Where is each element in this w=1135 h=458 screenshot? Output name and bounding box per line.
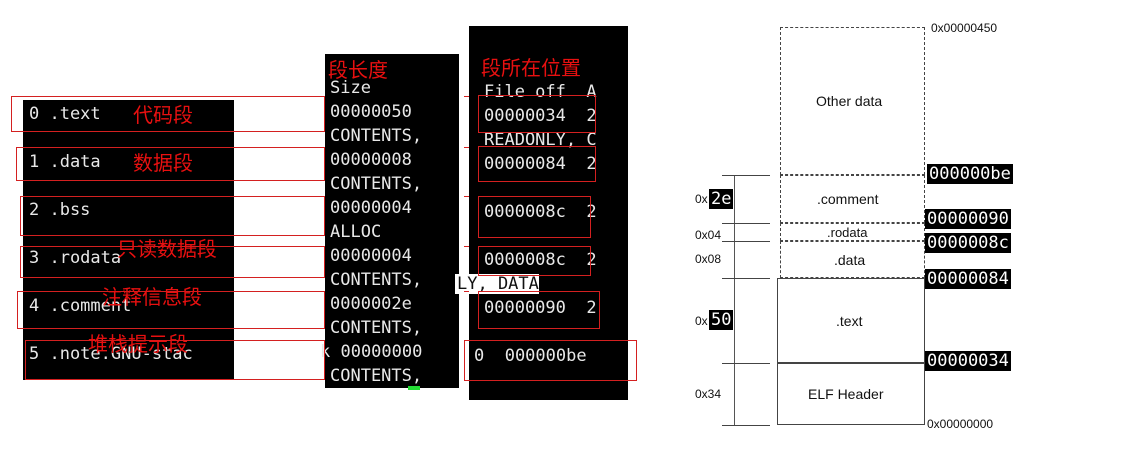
size-text-value: 50 — [709, 310, 734, 330]
rodata-note: 只读数据段 — [117, 237, 217, 261]
offset-data: 0000008c — [925, 233, 1011, 253]
tick-comment — [722, 175, 770, 176]
data-connector — [464, 147, 469, 148]
rodata-connector — [464, 246, 469, 247]
comment-offset-box — [478, 291, 600, 329]
size-comment-value: 2e — [709, 189, 734, 209]
offset-line-8: LY, DATA — [455, 274, 539, 294]
size-line-2: CONTENTS, — [330, 126, 423, 146]
data-note: 数据段 — [133, 151, 193, 175]
size-line-1: 00000050 — [330, 102, 412, 122]
region-rodata-label: .rodata — [827, 225, 868, 240]
region-comment — [780, 175, 925, 223]
comment-note: 注释信息段 — [102, 285, 202, 309]
note-offset-box — [464, 340, 637, 381]
size-line-12: CONTENTS, — [330, 366, 423, 386]
size-dimension-line — [734, 175, 735, 425]
tick-rodata — [722, 223, 770, 224]
offset-line-3: 00000084 2 — [484, 154, 597, 174]
note-section-box — [25, 340, 325, 380]
data-offset-box — [478, 146, 596, 182]
tick-elf — [722, 363, 770, 364]
size-rodata: 0x04 — [695, 228, 722, 242]
section-name-0: 0 .text — [29, 104, 101, 124]
offset-line-9: 00000090 2 — [484, 298, 597, 318]
tick-bottom — [722, 425, 770, 426]
region-data — [780, 241, 925, 278]
text-section-box — [11, 96, 325, 132]
segment-position-header: 段所在位置 — [481, 56, 581, 80]
region-other-data-label: Other data — [816, 93, 883, 109]
section-name-4: 4 .comment — [29, 296, 132, 316]
size-column-panel — [325, 54, 459, 388]
offset-elf: 00000034 — [925, 351, 1011, 371]
size-line-5: 00000004 — [330, 198, 412, 218]
offset-rodata: 00000090 — [925, 209, 1011, 229]
bss-connector — [464, 196, 469, 197]
data-section-box — [16, 147, 325, 181]
bss-section-box — [20, 196, 325, 236]
tick-data — [722, 241, 770, 242]
comment-connector — [464, 291, 469, 292]
size-line-7: 00000004 — [330, 246, 412, 266]
region-other-data — [780, 27, 925, 175]
section-name-5: 5 .note.GNU-stac — [29, 344, 193, 364]
section-name-3: 3 .rodata — [29, 248, 122, 268]
tick-text — [722, 278, 770, 279]
note-note: 堆栈提示段 — [88, 332, 188, 356]
text-offset-box — [478, 95, 596, 133]
size-elf: 0x34 — [695, 387, 722, 401]
offset-line-7: 0000008c 2 — [484, 250, 597, 270]
offset-text: 00000084 — [925, 269, 1011, 289]
rodata-section-box — [20, 246, 325, 278]
comment-section-box — [17, 291, 325, 329]
size-line-6: ALLOC — [330, 222, 382, 242]
region-text-label: .text — [836, 313, 863, 329]
region-comment-label: .comment — [817, 191, 879, 207]
region-elf-header — [777, 363, 925, 425]
region-rodata — [780, 223, 925, 241]
size-line-8: CONTENTS, — [330, 270, 423, 290]
size-line-11: k 00000000 — [320, 342, 423, 362]
top-address: 0x00000450 — [931, 21, 998, 35]
size-line-0: Size — [330, 78, 371, 98]
offset-line-2: READONLY, C — [484, 130, 597, 150]
offset-comment: 000000be — [927, 164, 1013, 184]
rodata-offset-box — [478, 246, 591, 276]
section-name-1: 1 .data — [29, 152, 101, 172]
size-data: 0x08 — [695, 252, 722, 266]
bss-offset-box — [478, 196, 591, 238]
offset-line-0: File off A — [484, 82, 597, 102]
offset-column-panel — [469, 26, 628, 400]
section-name-panel — [23, 100, 234, 380]
text-note: 代码段 — [133, 103, 193, 127]
region-data-label: .data — [834, 252, 866, 268]
size-line-10: CONTENTS, — [330, 318, 423, 338]
section-name-2: 2 .bss — [29, 200, 91, 220]
cursor-block — [408, 386, 420, 390]
segment-length-header: 段长度 — [328, 58, 388, 82]
offset-line-1: 00000034 2 — [484, 106, 597, 126]
text-connector — [464, 96, 469, 97]
bottom-address: 0x00000000 — [927, 417, 994, 431]
size-text-prefix: 0x — [695, 314, 708, 328]
size-line-9: 0000002e — [330, 294, 412, 314]
region-text — [777, 278, 925, 363]
size-line-3: 00000008 — [330, 150, 412, 170]
offset-line-5: 0000008c 2 — [484, 202, 597, 222]
size-comment-prefix: 0x — [695, 192, 708, 206]
size-line-4: CONTENTS, — [330, 174, 423, 194]
offset-line-11: 0 000000be — [474, 346, 587, 366]
region-elf-header-label: ELF Header — [808, 386, 884, 402]
